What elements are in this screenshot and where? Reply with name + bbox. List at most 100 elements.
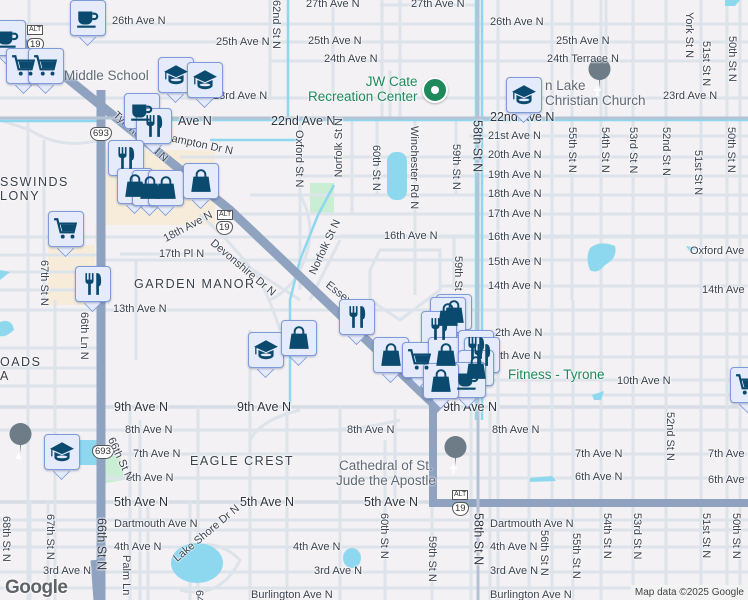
- street-label: 59th St N: [426, 536, 438, 582]
- shopping-bag-icon: [286, 325, 312, 351]
- poi-marker-shopping-bag[interactable]: [148, 170, 184, 216]
- place-label-fitness[interactable]: Fitness - Tyrone: [508, 367, 605, 382]
- street-label: 8th Ave N: [347, 424, 395, 436]
- street-label: 6th Ave N: [708, 474, 748, 486]
- marker-box: [136, 108, 172, 144]
- poi-marker-shopping-cart[interactable]: [28, 48, 64, 94]
- marker-box: [506, 77, 542, 113]
- street-label: 56th St N: [538, 530, 550, 576]
- poi-marker-shopping-cart[interactable]: [48, 211, 84, 257]
- street-label: 54th St N: [601, 513, 613, 559]
- poi-marker-restaurant[interactable]: [108, 140, 144, 186]
- poi-marker-cafe[interactable]: [70, 0, 106, 46]
- street-label: 26th Ave N: [112, 15, 166, 27]
- poi-marker-restaurant[interactable]: [136, 108, 172, 154]
- street-label: 25th Ave N: [308, 35, 362, 47]
- route-693-shield: 693: [90, 127, 112, 141]
- school-icon: [253, 337, 279, 363]
- shopping-bag-icon: [428, 368, 454, 394]
- restaurant-icon: [113, 145, 139, 171]
- poi-marker-school[interactable]: [248, 332, 284, 378]
- map-attribution[interactable]: Map data ©2025 Google: [630, 585, 748, 600]
- place-label-cathedral[interactable]: Cathedral of St.Jude the Apostle: [336, 458, 436, 488]
- alt-shield: ALT: [217, 210, 234, 220]
- street-label: 15th Ave N: [488, 256, 542, 268]
- church-icon[interactable]: ✝: [592, 84, 603, 99]
- street-label: 7th Ave N: [575, 448, 623, 460]
- poi-marker-school[interactable]: [44, 434, 80, 480]
- street-label: 24th Terrace N: [547, 53, 619, 65]
- street-label: 8th Ave N: [125, 424, 173, 436]
- street-label: 7th Ave N: [133, 448, 181, 460]
- street-label: 54th St N: [599, 127, 611, 173]
- school-icon[interactable]: ▲: [13, 450, 24, 462]
- poi-marker-restaurant[interactable]: [75, 266, 111, 312]
- church-icon[interactable]: ✝: [448, 462, 459, 477]
- street-label: 59th St N: [450, 144, 462, 190]
- poi-marker-shopping-bag[interactable]: [281, 320, 317, 366]
- street-label: 9th Ave N: [237, 400, 291, 414]
- street-label: 17th Pl N: [159, 248, 205, 260]
- marker-box: [281, 320, 317, 356]
- marker-box: [158, 57, 194, 93]
- marker-box: [108, 140, 144, 176]
- poi-marker-cafe[interactable]: [450, 362, 486, 408]
- poi-marker-school[interactable]: [506, 77, 542, 123]
- restaurant-icon: [469, 342, 495, 368]
- poi-marker-shopping-cart[interactable]: [730, 367, 748, 413]
- street-label: 22nd Ave N: [271, 114, 336, 128]
- park-pin-icon[interactable]: [422, 77, 448, 103]
- street-label: 4th Ave N: [293, 541, 341, 553]
- school-icon: [163, 62, 189, 88]
- street-label: Palm Ln: [120, 555, 132, 596]
- street-label: 55th St N: [570, 533, 582, 579]
- street-label: 50th St N: [725, 127, 737, 173]
- shopping-cart-icon: [11, 53, 37, 79]
- poi-marker-shopping-bag[interactable]: [428, 337, 464, 383]
- poi-marker-shopping-cart[interactable]: [6, 48, 42, 94]
- street-label: Dartmouth Ave N: [490, 518, 574, 530]
- poi-marker-shopping-bag[interactable]: [183, 163, 219, 209]
- shopping-bag-icon: [188, 168, 214, 194]
- place-label-middle-school[interactable]: Middle School: [64, 68, 149, 83]
- street-label: th Ave N: [500, 350, 542, 362]
- shopping-bag-icon: [433, 342, 459, 368]
- street-label: 16th Ave N: [488, 231, 542, 243]
- marker-box: [48, 211, 84, 247]
- poi-marker-shopping-cart[interactable]: [402, 342, 438, 388]
- street-label: 19th Ave N: [488, 169, 542, 181]
- street-label: Burlington Ave N: [251, 589, 333, 600]
- restaurant-icon: [426, 316, 452, 342]
- poi-marker-restaurant[interactable]: [339, 299, 375, 345]
- marker-box: [248, 332, 284, 368]
- street-label: 51st St N: [692, 150, 704, 196]
- marker-box: [148, 170, 184, 206]
- marker-box: [183, 163, 219, 199]
- street-label: 8th Ave N: [492, 424, 540, 436]
- street-label: 25th Ave N: [216, 36, 270, 48]
- street-label: 68th St N: [0, 516, 12, 562]
- shopping-bag-icon: [137, 175, 163, 201]
- cafe-icon: [75, 5, 101, 31]
- street-label: 52nd St N: [660, 127, 672, 176]
- school-icon: [511, 82, 537, 108]
- poi-marker-shopping-bag[interactable]: [423, 363, 459, 409]
- street-label: 17th Ave N: [488, 208, 542, 220]
- street-label: 64: [193, 590, 205, 600]
- poi-marker-school[interactable]: [187, 62, 223, 108]
- street-label: York St N: [683, 12, 695, 59]
- street-label: 25th Ave N: [556, 35, 610, 47]
- restaurant-icon: [80, 271, 106, 297]
- street-label: 59th St N: [452, 256, 464, 302]
- poi-marker-shopping-bag[interactable]: [373, 337, 409, 383]
- shopping-cart-icon: [407, 347, 433, 373]
- street-label: 13th Ave N: [113, 303, 167, 315]
- poi-marker-school[interactable]: [158, 57, 194, 103]
- street-label: 53rd St N: [631, 513, 643, 560]
- street-label: 6th Ave N: [126, 472, 174, 484]
- street-label: 5th Ave N: [114, 495, 168, 509]
